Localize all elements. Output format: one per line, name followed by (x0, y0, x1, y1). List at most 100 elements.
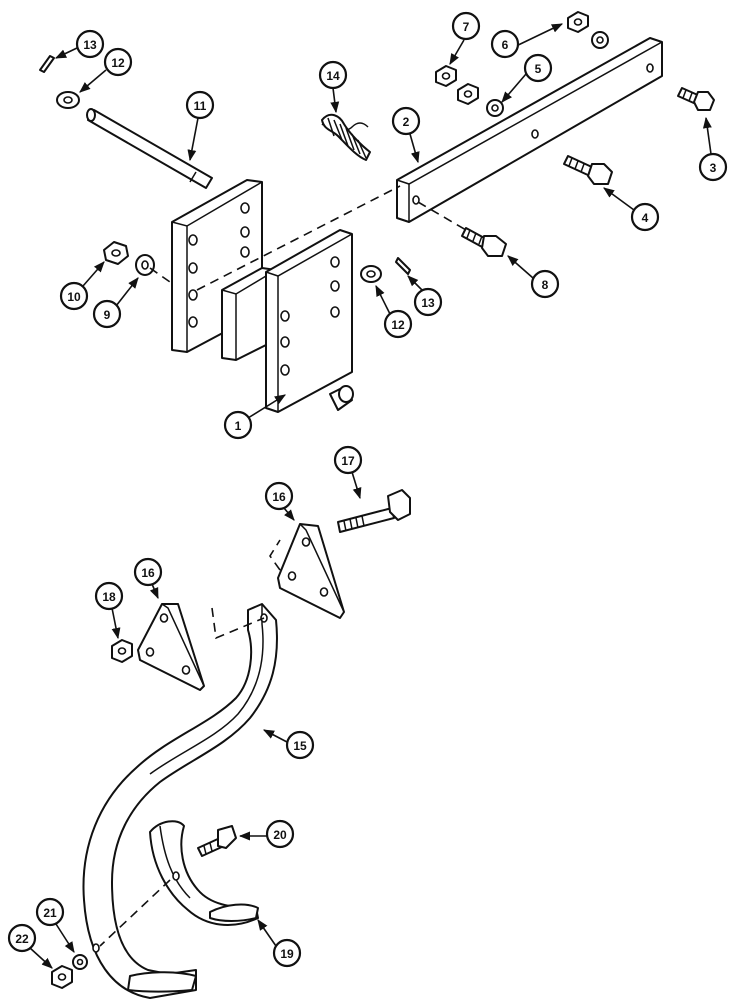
callout-9: 9 (92, 277, 139, 329)
callout-leader-arrow (603, 187, 635, 211)
callout-number: 5 (535, 62, 542, 76)
callout-circle (698, 152, 728, 182)
callout-leader-arrow (330, 87, 340, 114)
callout-3: 3 (698, 116, 728, 182)
callout-circle (333, 445, 363, 475)
callout-7: 7 (449, 11, 481, 65)
triangle-plate-part-left (137, 603, 205, 691)
bracket-assembly-part (171, 179, 354, 413)
callout-number: 11 (194, 99, 207, 113)
callout-number: 18 (102, 590, 116, 604)
nut-part-22 (51, 965, 73, 989)
lock-washer-part-5b (591, 31, 609, 49)
callout-number: 12 (111, 56, 125, 70)
callout-11: 11 (185, 90, 215, 162)
callout-circle (630, 202, 660, 232)
callout-circle (265, 819, 295, 849)
callout-number: 16 (272, 490, 286, 504)
curved-shank-part (82, 603, 278, 999)
callout-leader-arrow (82, 261, 105, 287)
callout-number: 19 (280, 947, 294, 961)
callout-20: 20 (238, 819, 295, 849)
callout-circle (285, 730, 315, 760)
callout-6: 6 (490, 23, 564, 59)
callout-leader-arrow (283, 507, 295, 521)
callout-number: 9 (104, 308, 111, 322)
callout-5: 5 (501, 53, 553, 103)
callout-circle (383, 309, 413, 339)
callout-layer: 1234567891011121213131415161617181920212… (7, 11, 728, 969)
callout-leader-arrow (55, 923, 75, 953)
callout-number: 1 (235, 419, 242, 433)
callout-leader-arrow (501, 73, 527, 103)
callout-leader-arrow (351, 471, 362, 500)
callout-circle (103, 47, 133, 77)
callout-number: 12 (391, 318, 405, 332)
callout-number: 17 (341, 454, 355, 468)
callout-number: 8 (542, 278, 549, 292)
callout-number: 10 (67, 290, 81, 304)
callout-leader-arrow (247, 394, 286, 419)
callout-12: 12 (375, 284, 413, 339)
callout-4: 4 (603, 187, 660, 232)
callout-leader-arrow (149, 583, 159, 600)
callout-1: 1 (223, 394, 286, 440)
callout-circle (318, 60, 348, 90)
alignment-lines (99, 185, 467, 947)
callout-circle (133, 557, 163, 587)
cotter-pin-part-mid (395, 257, 411, 275)
shovel-part-19 (149, 820, 259, 926)
lock-washer-part-5a (486, 99, 504, 117)
callout-number: 20 (273, 828, 287, 842)
washer-part-mid (360, 265, 382, 283)
plow-bolt-part-20 (197, 825, 237, 857)
callout-15: 15 (263, 729, 315, 760)
callout-number: 15 (293, 739, 307, 753)
callout-10: 10 (59, 261, 105, 311)
lock-washer-part-21 (72, 954, 88, 970)
callout-circle (59, 281, 89, 311)
callout-leader-arrow (702, 116, 712, 155)
callout-2: 2 (391, 106, 421, 164)
nut-part-6b (567, 11, 589, 33)
callout-number: 13 (421, 296, 435, 310)
callout-circle (92, 299, 122, 329)
callout-leader-arrow (187, 117, 199, 162)
callout-leader-arrow (263, 729, 288, 743)
callout-number: 16 (141, 566, 155, 580)
callout-circle (391, 106, 421, 136)
callout-circle (75, 29, 105, 59)
nut-part-10 (103, 241, 129, 265)
callout-number: 14 (326, 69, 340, 83)
callout-8: 8 (507, 255, 560, 299)
callout-19: 19 (257, 919, 302, 968)
callout-16: 16 (133, 557, 163, 600)
nut-part-6a (457, 83, 479, 105)
cotter-pin-part-top (39, 55, 55, 73)
callout-22: 22 (7, 923, 53, 969)
washer-part-9 (135, 254, 155, 276)
callout-leader-arrow (257, 919, 277, 947)
callout-leader-arrow (507, 255, 534, 279)
bolt-part-4 (563, 155, 613, 185)
callout-12: 12 (79, 47, 133, 93)
callout-circle (7, 923, 37, 953)
callout-number: 4 (642, 211, 649, 225)
callout-number: 22 (15, 932, 29, 946)
callout-leader-arrow (375, 284, 391, 315)
callout-leader-arrow (409, 133, 420, 164)
callout-leader-arrow (54, 47, 78, 59)
washer-part-top (56, 91, 80, 109)
callout-leader-arrow (111, 607, 121, 640)
callout-number: 6 (502, 38, 509, 52)
callout-circle (530, 269, 560, 299)
bolt-part-8 (461, 227, 507, 257)
callout-leader-arrow (407, 275, 423, 291)
bolt-part-3 (677, 87, 715, 111)
callout-leader-arrow (511, 23, 564, 49)
callout-number: 21 (43, 906, 57, 920)
callout-circle (264, 481, 294, 511)
callout-leader-arrow (79, 69, 107, 93)
callout-16: 16 (264, 481, 295, 521)
